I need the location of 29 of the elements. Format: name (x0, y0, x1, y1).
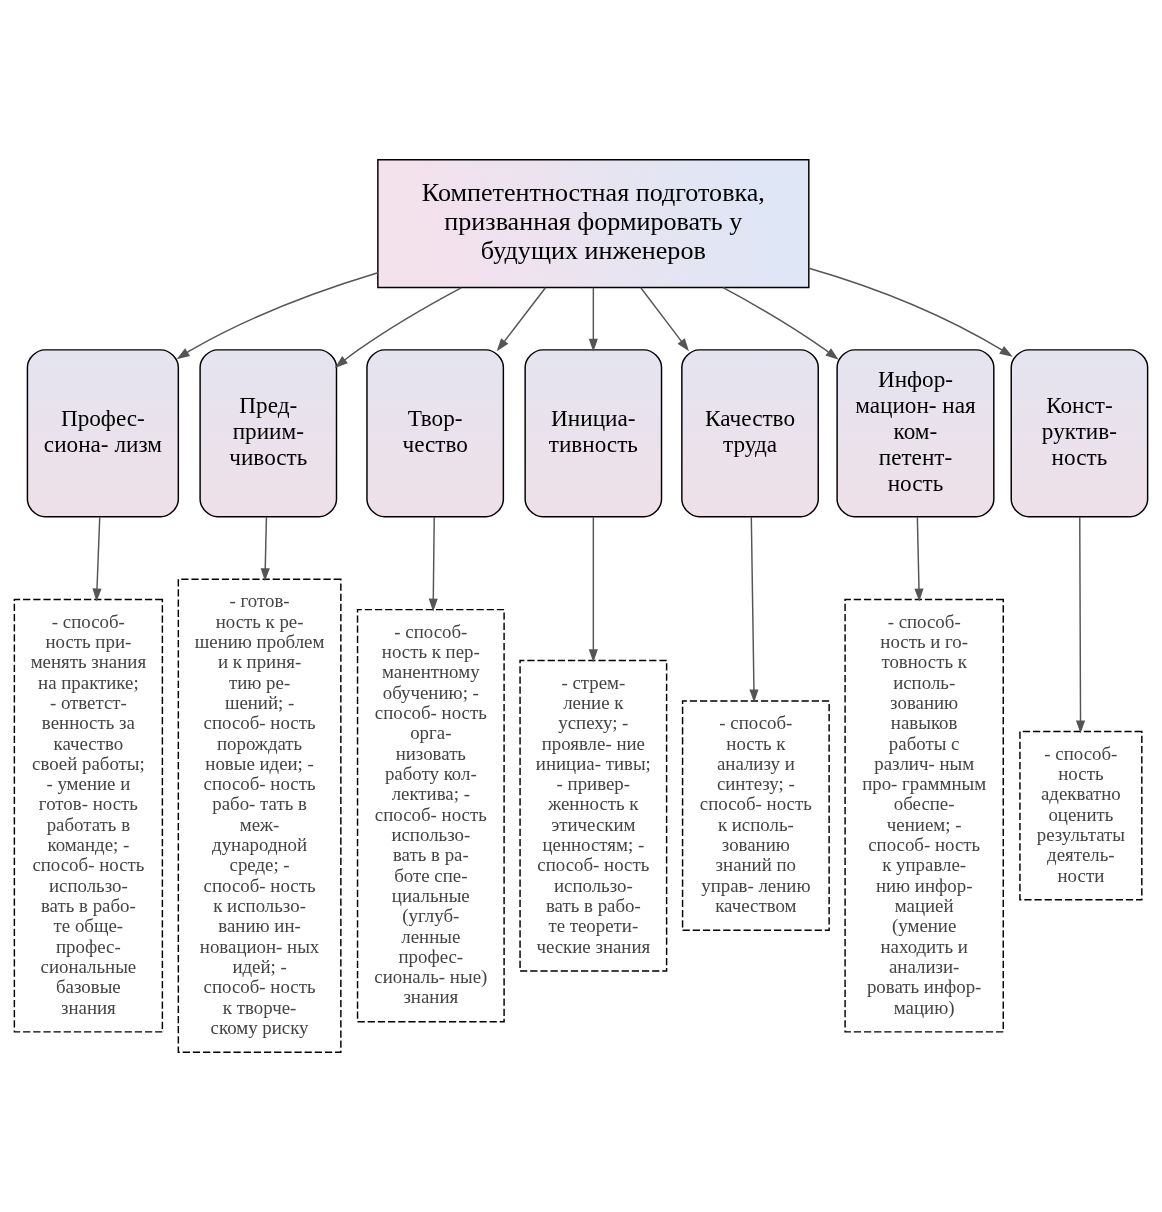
node-box: - способ- ность к пер- манентному обучению; - способ- ность орга- низовать работу кол- лектива; - способ- ность использо- вать в ра- боте спе- циальные (углуб- ленные профес- сиональ- ные) знания (356, 608, 505, 1023)
node-box: - способ- ность адекватно оценить результаты деятель- ности (1019, 730, 1143, 901)
arrow (496, 286, 547, 352)
arrow (334, 287, 462, 368)
node-box: Инфор- мацион- ная ком- петент- ность (836, 349, 995, 518)
arrow (176, 272, 379, 360)
arrow (1075, 516, 1086, 734)
arrow (588, 286, 598, 352)
node-box: Конст- руктив- ность (1010, 349, 1149, 518)
arrow (92, 516, 102, 602)
arrow (428, 516, 438, 612)
arrow (722, 286, 839, 360)
arrow (749, 516, 759, 703)
node-box: Качество труда (681, 349, 819, 518)
arrow (914, 516, 924, 602)
node-box: Твор- чество (366, 349, 505, 518)
node-box: - готов- ность к ре- шению проблем и к приня- тию ре- шений; - способ- ность порождать новые идеи; - способ- ность рабо- тать в меж- дународной среде; - способ- ность к использо- ванию ин- новацион- ных идей; - способ- ность к творче- скому риску (177, 578, 342, 1053)
node-box: Компетентностная подготовка, призванная формировать у будущих инженеров (377, 159, 810, 289)
node-box: Инициа- тивность (524, 349, 663, 518)
node-box: Пред- приим- чивость (199, 349, 338, 518)
arrow (808, 267, 1013, 357)
arrow (260, 516, 270, 582)
arrow (640, 286, 690, 352)
node-box: - способ- ность и го- товность к исполь- зованию навыков работы с различ- ным про- граммным обеспе- чением; - способ- ность к управле- нию инфор- мацией (умение находить и анализи- ровать инфор- мацию) (844, 598, 1004, 1033)
node-box: - способ- ность при- менять знания на практике; - ответст- венность за качество своей работы; - умение и готов- ность работать в команде; - способ- ность использо- вать в рабо- те обще- профес- сиональные базовые знания (13, 598, 164, 1033)
node-box: - способ- ность к анализу и синтезу; - способ- ность к исполь- зованию знаний по управ- лению качеством (681, 700, 830, 932)
arrow (588, 516, 598, 663)
node-box: Профес- сиона- лизм (26, 349, 180, 518)
node-box: - стрем- ление к успеху; - проявле- ние инициа- тивы; - привер- женность к этическим ценностям; - способ- ность использо- вать в рабо- те теорети- ческие знания (519, 659, 668, 972)
